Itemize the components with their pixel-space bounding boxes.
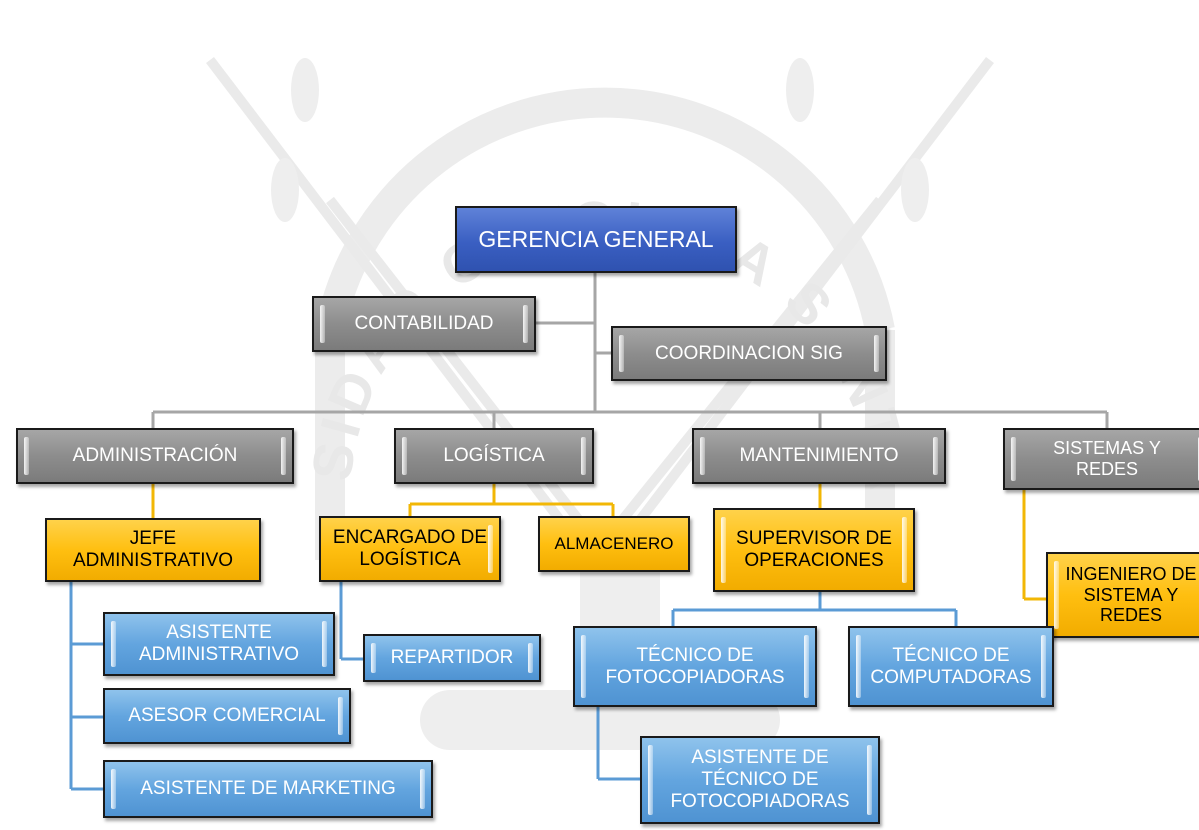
node-administracion: ADMINISTRACIÓN	[16, 428, 294, 484]
bracket-right-icon	[933, 437, 938, 475]
node-asistente-administrativo-label: ASISTENTE ADMINISTRATIVO	[138, 622, 300, 665]
gray-connectors	[151, 273, 1109, 428]
node-supervisor-operaciones-label: SUPERVISOR DE OPERACIONES	[736, 528, 892, 571]
bracket-left-icon	[402, 437, 407, 475]
bracket-left-icon	[24, 437, 29, 475]
bracket-left-icon	[111, 621, 116, 667]
node-asistente-marketing-label: ASISTENTE DE MARKETING	[140, 778, 396, 800]
node-gerencia-general: GERENCIA GENERAL	[455, 206, 737, 273]
node-encargado-logistica-label: ENCARGADO DE LOGÍSTICA	[332, 527, 488, 570]
node-gerencia-general-label: GERENCIA GENERAL	[478, 226, 714, 253]
bracket-left-icon	[111, 769, 116, 809]
bracket-right-icon	[867, 745, 872, 815]
node-mantenimiento: MANTENIMIENTO	[692, 428, 946, 484]
node-asesor-comercial-label: ASESOR COMERCIAL	[128, 705, 326, 727]
node-ingeniero-sistema-label: INGENIERO DE SISTEMA Y REDES	[1065, 563, 1197, 626]
node-tecnico-fotocopiadoras-label: TÉCNICO DE FOTOCOPIADORAS	[605, 644, 785, 688]
node-tecnico-fotocopiadoras: TÉCNICO DE FOTOCOPIADORAS	[573, 626, 817, 707]
bracket-right-icon	[1041, 635, 1046, 698]
bracket-right-icon	[528, 643, 533, 673]
bracket-right-icon	[874, 335, 879, 372]
bracket-right-icon	[322, 621, 327, 667]
bracket-left-icon	[581, 635, 586, 698]
node-encargado-logistica: ENCARGADO DE LOGÍSTICA	[319, 516, 501, 582]
node-logistica: LOGÍSTICA	[394, 428, 594, 484]
node-coordinacion-sig-label: COORDINACION SIG	[655, 342, 843, 364]
node-almacenero: ALMACENERO	[538, 516, 690, 572]
node-coordinacion-sig: COORDINACION SIG	[611, 326, 887, 381]
bracket-left-icon	[648, 745, 653, 815]
node-ingeniero-sistema: INGENIERO DE SISTEMA Y REDES	[1046, 552, 1199, 638]
node-sistemas-redes: SISTEMAS Y REDES	[1003, 428, 1199, 490]
node-repartidor: REPARTIDOR	[363, 634, 541, 682]
node-almacenero-label: ALMACENERO	[554, 534, 674, 554]
bracket-left-icon	[1011, 437, 1016, 481]
node-supervisor-operaciones: SUPERVISOR DE OPERACIONES	[713, 508, 915, 592]
bracket-right-icon	[281, 437, 286, 475]
node-asistente-tecnico-fotocopiadoras: ASISTENTE DE TÉCNICO DE FOTOCOPIADORAS	[640, 736, 880, 824]
bracket-left-icon	[1054, 561, 1059, 629]
node-repartidor-label: REPARTIDOR	[390, 647, 514, 669]
bracket-left-icon	[721, 517, 726, 583]
bracket-left-icon	[320, 305, 325, 343]
node-jefe-administrativo-label: JEFE ADMINISTRATIVO	[72, 528, 234, 571]
bracket-right-icon	[902, 517, 907, 583]
node-contabilidad-label: CONTABILIDAD	[354, 313, 494, 335]
node-asistente-marketing: ASISTENTE DE MARKETING	[103, 760, 433, 818]
bracket-right-icon	[581, 437, 586, 475]
blue-connectors	[69, 582, 958, 791]
bracket-left-icon	[619, 335, 624, 372]
bracket-right-icon	[338, 697, 343, 735]
bracket-right-icon	[488, 525, 493, 573]
node-contabilidad: CONTABILIDAD	[312, 296, 536, 352]
bracket-left-icon	[700, 437, 705, 475]
node-jefe-administrativo: JEFE ADMINISTRATIVO	[45, 518, 261, 582]
gold-connectors	[151, 484, 1046, 601]
node-tecnico-computadoras-label: TÉCNICO DE COMPUTADORAS	[870, 644, 1032, 688]
bracket-left-icon	[371, 643, 376, 673]
node-sistemas-redes-label: SISTEMAS Y REDES	[1053, 438, 1161, 479]
node-asistente-administrativo: ASISTENTE ADMINISTRATIVO	[103, 612, 335, 676]
bracket-right-icon	[804, 635, 809, 698]
node-asesor-comercial: ASESOR COMERCIAL	[103, 688, 351, 744]
bracket-left-icon	[856, 635, 861, 698]
node-asistente-tecnico-fotocopiadoras-label: ASISTENTE DE TÉCNICO DE FOTOCOPIADORAS	[670, 747, 850, 812]
bracket-right-icon	[420, 769, 425, 809]
node-administracion-label: ADMINISTRACIÓN	[72, 445, 238, 467]
node-logistica-label: LOGÍSTICA	[443, 445, 545, 467]
node-mantenimiento-label: MANTENIMIENTO	[739, 445, 899, 467]
node-tecnico-computadoras: TÉCNICO DE COMPUTADORAS	[848, 626, 1054, 707]
bracket-right-icon	[523, 305, 528, 343]
